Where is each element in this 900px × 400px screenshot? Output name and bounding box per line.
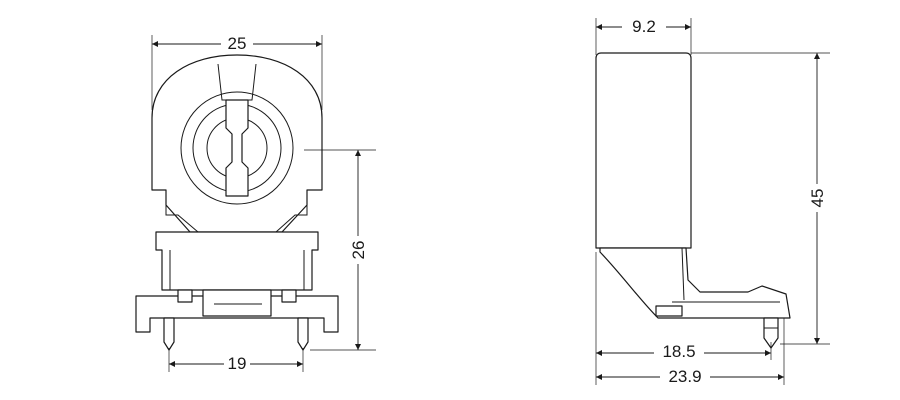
side-view	[595, 52, 791, 349]
front-rotor-slot	[225, 99, 249, 197]
front-base-center-block	[202, 289, 272, 317]
front-left-pin	[163, 317, 175, 351]
side-width-label: 9.2	[632, 17, 656, 36]
front-pin-spacing-label: 19	[228, 354, 247, 373]
front-width-label: 25	[228, 34, 247, 53]
front-right-pin	[297, 317, 309, 351]
front-view	[135, 54, 339, 351]
front-neck	[155, 231, 319, 291]
side-housing	[595, 52, 692, 249]
side-height-label: 45	[808, 189, 827, 208]
side-pin	[763, 317, 779, 349]
front-right-ledge	[275, 189, 322, 233]
side-base-depth-label: 18.5	[662, 342, 695, 361]
side-total-depth-label: 23.9	[668, 367, 701, 386]
front-base-right-tab	[281, 289, 297, 303]
front-height-label: 26	[349, 241, 368, 260]
front-socket-ring-outer	[180, 91, 294, 205]
side-arm-inner-line	[681, 247, 685, 301]
side-small-tab	[655, 305, 683, 317]
side-curved-arm	[599, 247, 791, 319]
front-base-left-tab	[177, 289, 193, 303]
front-left-ledge	[152, 189, 199, 233]
